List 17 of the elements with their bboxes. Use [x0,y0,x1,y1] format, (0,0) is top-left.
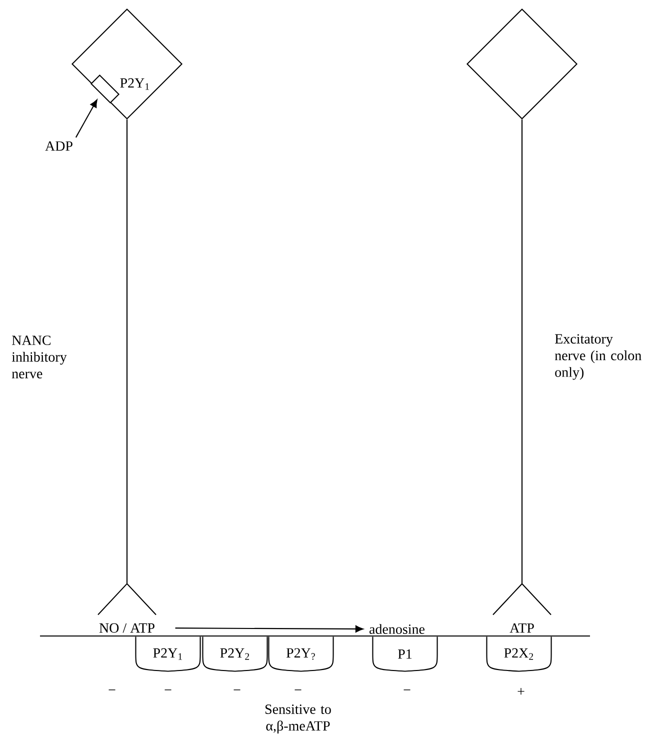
arrow [75,99,98,138]
effect-sign: + [518,688,524,695]
note-text: NANC inhibitory nerve [12,336,67,378]
receptor-cup: P2X$_{2}$ [486,636,552,672]
note-text: Sensitive to α,β-meATP [266,704,331,734]
mediator-label: NO / ATP [99,623,154,633]
nerve-fibre [492,119,552,616]
receptor-cup: P2Y$_{1}$ [135,636,201,672]
mediator-label: adenosine [370,624,424,634]
mediator-label: ATP [510,623,534,633]
receptor-cup: P2Y$_{?}$ [268,636,334,672]
mediator-label: ADP [45,141,72,151]
receptor-cup: P2Y$_{2}$ [202,636,268,672]
receptor-cup: P1 [372,636,438,672]
nerve-fibre [97,119,157,616]
arrow [175,625,364,632]
note-text: Excitatory nerve (in colon only) [554,334,642,380]
